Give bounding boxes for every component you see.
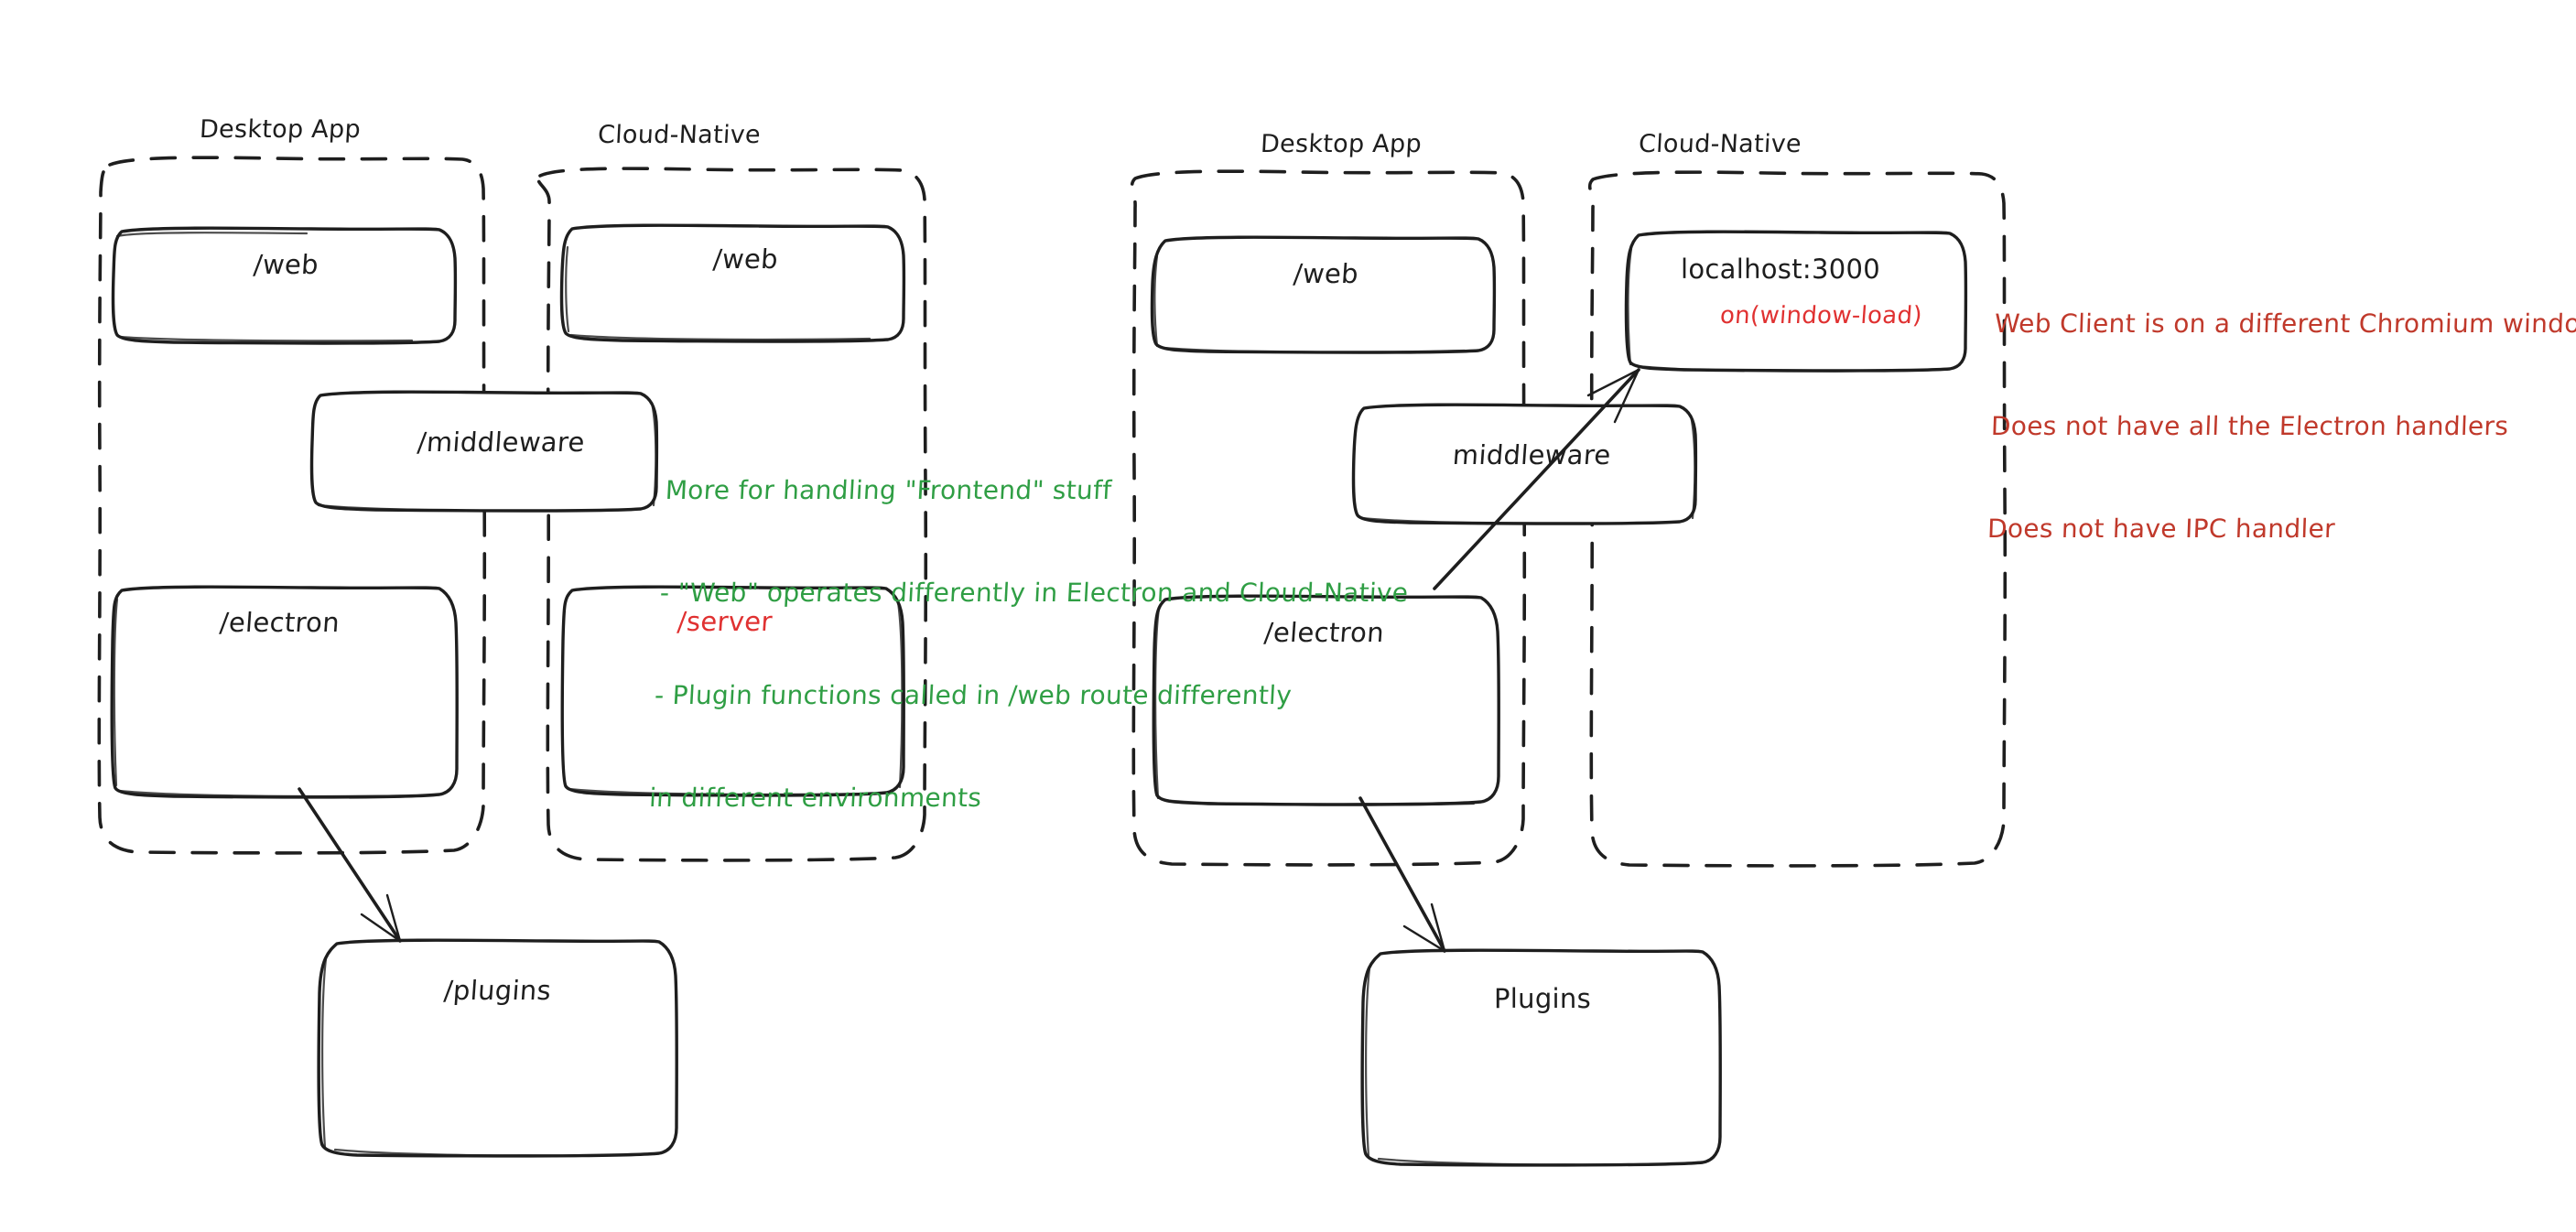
left-node-electron-shape: [110, 585, 459, 799]
right-node-label-web[interactable]: /web: [1292, 258, 1360, 289]
left-node-server-shape: [560, 585, 905, 797]
left-node-web-desktop-shape: [111, 226, 458, 345]
right-group-label-cloud-native: Cloud-Native: [1638, 130, 1802, 158]
left-node-plugins-shape: [317, 938, 678, 1158]
right-node-label-localhost[interactable]: localhost:3000: [1681, 254, 1880, 285]
left-node-label-electron[interactable]: /electron: [218, 607, 341, 638]
left-annotation-green-line-4: in different environments: [648, 782, 983, 813]
left-node-middleware-shape: [309, 390, 659, 513]
right-node-web-shape: [1150, 235, 1497, 354]
right-node-label-on-window-load: on(window-load): [1718, 302, 1923, 330]
left-node-label-web-cloud[interactable]: /web: [711, 243, 780, 275]
right-node-localhost-shape: [1624, 230, 1968, 373]
left-annotation-green-line-3: - Plugin functions called in /web route …: [654, 679, 1293, 710]
left-node-label-web-desktop[interactable]: /web: [252, 249, 320, 280]
left-node-label-middleware[interactable]: /middleware: [416, 427, 586, 458]
right-annotation-red-line-1: Web Client is on a different Chromium wi…: [1994, 308, 2576, 340]
left-group-label-cloud-native: Cloud-Native: [597, 121, 762, 149]
left-group-label-desktop-app: Desktop App: [199, 115, 362, 144]
right-node-label-middleware[interactable]: middleware: [1451, 439, 1612, 470]
left-node-label-plugins[interactable]: /plugins: [442, 975, 553, 1006]
left-annotation-green-line-1: More for handling "Frontend" stuff: [664, 475, 1113, 506]
left-arrow-electron-to-plugins: [298, 787, 402, 943]
right-annotation-red-line-3: Does not have IPC handler: [1986, 513, 2336, 544]
right-arrow-electron-to-localhost: [1433, 368, 1640, 590]
right-annotation-red-line-2: Does not have all the Electron handlers: [1990, 411, 2509, 442]
right-group-desktop-app-outline: [1130, 169, 1527, 867]
right-arrow-electron-to-plugins: [1358, 796, 1446, 953]
left-annotation-green-line-2: - "Web" operates differently in Electron…: [659, 578, 1410, 609]
right-annotation-red: Web Client is on a different Chromium wi…: [1985, 239, 2576, 614]
right-node-label-electron[interactable]: /electron: [1262, 617, 1386, 648]
right-node-electron-shape: [1152, 594, 1500, 806]
right-node-plugins-shape: [1360, 948, 1722, 1167]
right-group-label-desktop-app: Desktop App: [1260, 130, 1423, 158]
right-node-label-plugins[interactable]: Plugins: [1494, 983, 1591, 1014]
left-node-web-cloud-shape: [559, 223, 906, 343]
